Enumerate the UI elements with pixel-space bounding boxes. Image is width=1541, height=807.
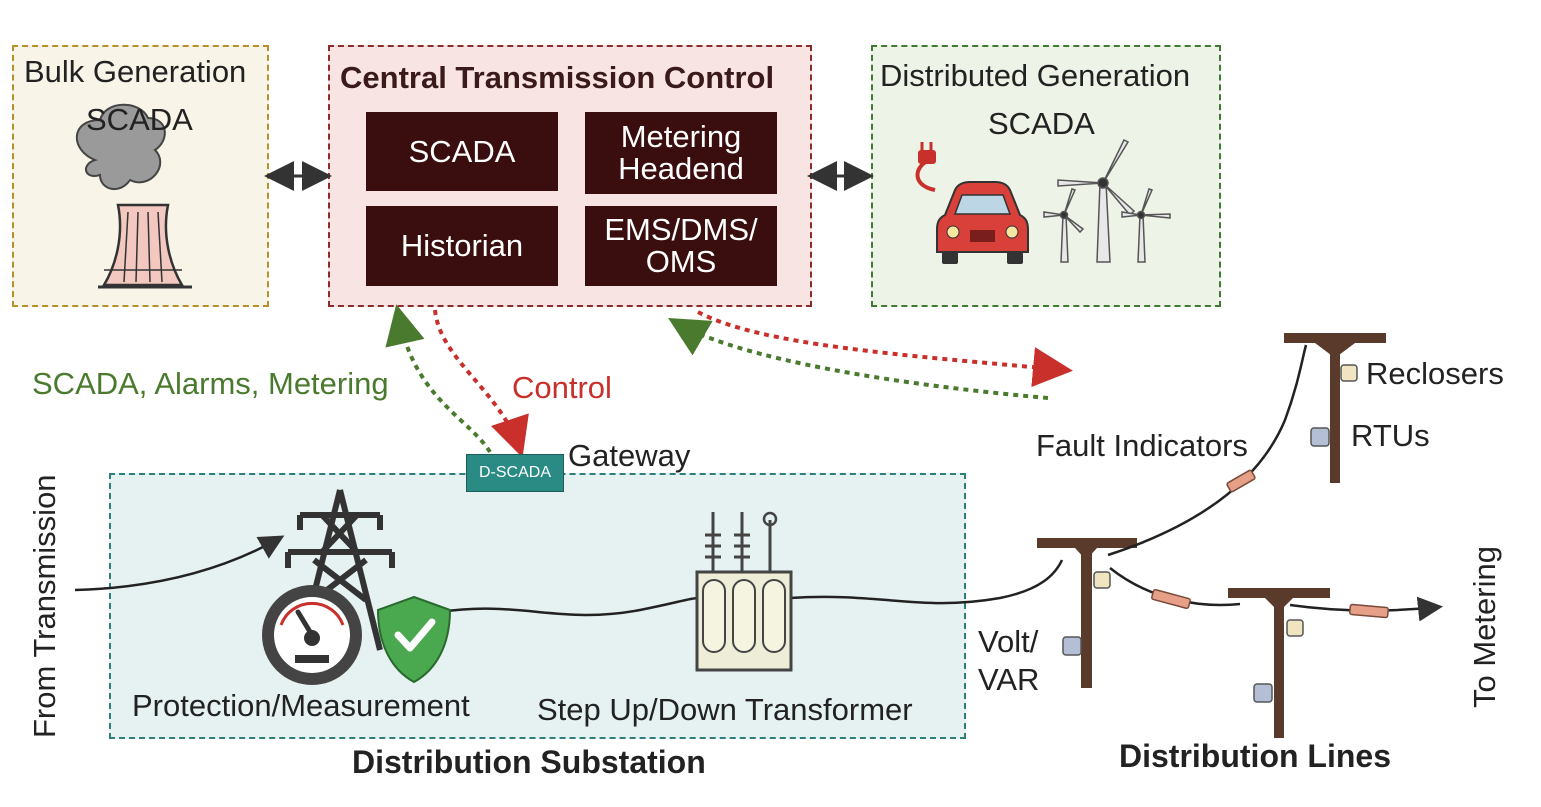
transmission-tower-icon bbox=[285, 489, 395, 651]
fault-indicators-label: Fault Indicators bbox=[1036, 428, 1248, 463]
metering-headend-module: Metering Headend bbox=[585, 112, 777, 194]
utility-pole-top bbox=[1284, 333, 1386, 483]
volt-var-label-line2: VAR bbox=[978, 662, 1040, 697]
distributed-generation-subtitle: SCADA bbox=[988, 106, 1095, 141]
bulk-generation-title: Bulk Generation bbox=[24, 54, 247, 89]
d-scada-gateway: D-SCADA bbox=[466, 454, 564, 492]
distribution-lines-title: Distribution Lines bbox=[1119, 738, 1391, 774]
ems-dms-oms-module: EMS/DMS/ OMS bbox=[585, 206, 777, 286]
line-to-top-pole bbox=[1107, 344, 1308, 557]
feeder-power-line bbox=[789, 559, 1064, 605]
downlink-label: Control bbox=[512, 370, 612, 405]
distributed-generation-title: Distributed Generation bbox=[880, 58, 1191, 93]
volt-var-label-line1: Volt/ bbox=[978, 624, 1039, 659]
fault-indicator-1 bbox=[1226, 469, 1256, 493]
bulk-generation-subtitle: SCADA bbox=[86, 102, 193, 137]
protection-measurement-label: Protection/Measurement bbox=[132, 688, 470, 723]
downlink-arrow bbox=[433, 309, 529, 458]
lines-to-control-arrow bbox=[668, 317, 1049, 400]
central-control-title: Central Transmission Control bbox=[340, 60, 775, 95]
transformer-icon bbox=[695, 511, 793, 672]
gauge-icon bbox=[262, 585, 362, 685]
cooling-tower-icon bbox=[75, 103, 192, 289]
rtus-label: RTUs bbox=[1351, 418, 1430, 453]
historian-module: Historian bbox=[366, 206, 558, 286]
fault-indicator-2 bbox=[1151, 588, 1191, 610]
substation-title: Distribution Substation bbox=[352, 744, 706, 780]
reclosers-label: Reclosers bbox=[1366, 356, 1504, 391]
wind-turbines-icon bbox=[1043, 138, 1171, 263]
utility-pole-main bbox=[1037, 538, 1137, 688]
utility-pole-right bbox=[1228, 588, 1330, 738]
recloser-icon bbox=[1093, 364, 1358, 637]
control-to-lines-arrow bbox=[697, 310, 1073, 388]
distribution-substation-panel bbox=[109, 473, 966, 739]
electric-car-icon bbox=[915, 142, 1029, 264]
to-metering-label: To Metering bbox=[1467, 546, 1502, 708]
fault-indicator-3 bbox=[1349, 603, 1389, 619]
uplink-arrow bbox=[385, 304, 492, 454]
input-power-line bbox=[74, 535, 285, 592]
scada-module: SCADA bbox=[366, 112, 558, 191]
uplink-label: SCADA, Alarms, Metering bbox=[32, 366, 389, 401]
rtu-icon bbox=[1062, 427, 1330, 703]
gateway-label: Gateway bbox=[568, 438, 691, 473]
distributed-generation-panel bbox=[871, 45, 1221, 307]
substation-power-line bbox=[439, 596, 701, 617]
from-transmission-label: From Transmission bbox=[27, 474, 62, 738]
shield-check-icon bbox=[376, 595, 452, 684]
transformer-label: Step Up/Down Transformer bbox=[537, 692, 913, 727]
